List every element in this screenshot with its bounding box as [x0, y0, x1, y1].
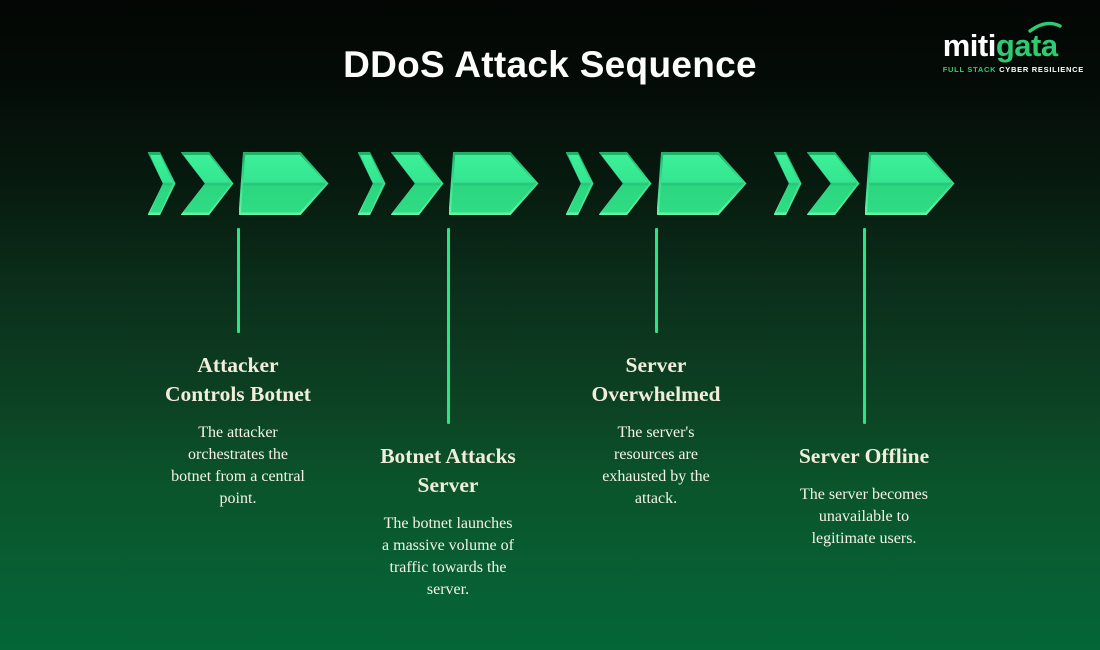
- arrow-face: [241, 154, 326, 213]
- step-heading: Attacker Controls Botnet: [165, 353, 311, 407]
- arrow-large-icon: [238, 152, 329, 215]
- logo-text-green: gata: [996, 21, 1062, 63]
- chevron-arrow-group: [773, 152, 955, 215]
- logo-text-white: miti: [942, 28, 997, 63]
- step-description: The server becomes unavailable to legiti…: [800, 486, 928, 548]
- step-text-block: Server Offline The server becomes unavai…: [799, 442, 929, 550]
- chevron-arrow-group: [565, 152, 747, 215]
- chevron-face: [776, 154, 799, 213]
- logo-tagline: FULL STACK CYBER RESILIENCE: [943, 65, 1084, 74]
- chevron-face: [568, 154, 591, 213]
- chevron-medium-icon: [180, 152, 234, 215]
- step-text-block: Attacker Controls Botnet The attacker or…: [165, 351, 311, 510]
- step-heading: Server Offline: [798, 444, 930, 468]
- tagline-rest: CYBER RESILIENCE: [999, 65, 1084, 74]
- chevron-medium-icon: [598, 152, 652, 215]
- connector-line: [862, 228, 866, 424]
- step-description: The server's resources are exhausted by …: [602, 424, 710, 508]
- connector-line: [446, 228, 450, 424]
- page-title: DDoS Attack Sequence: [343, 44, 757, 85]
- chevron-face: [393, 154, 441, 213]
- arrow-large-icon: [864, 152, 955, 215]
- chevron-face: [601, 154, 649, 213]
- arrow-large-icon: [448, 152, 539, 215]
- step-botnet-attacks-server: Botnet Attacks Server The botnet launche…: [338, 152, 558, 601]
- step-text-block: Botnet Attacks Server The botnet launche…: [380, 442, 516, 601]
- chevron-small-icon: [147, 152, 176, 215]
- arrow-face: [659, 154, 744, 213]
- chevron-face: [809, 154, 857, 213]
- chevron-medium-icon: [806, 152, 860, 215]
- chevron-arrow-group: [357, 152, 539, 215]
- chevron-face: [150, 154, 173, 213]
- step-server-overwhelmed: Server Overwhelmed The server's resource…: [546, 152, 766, 510]
- tagline-accent: FULL STACK: [942, 65, 997, 74]
- step-description: The botnet launches a massive volume of …: [382, 515, 514, 599]
- chevron-small-icon: [773, 152, 802, 215]
- step-text-block: Server Overwhelmed The server's resource…: [592, 351, 721, 510]
- mitigata-logo: mitigata FULL STACK CYBER RESILIENCE: [942, 21, 1084, 74]
- arrow-large-icon: [656, 152, 747, 215]
- chevron-face: [183, 154, 231, 213]
- step-heading: Server Overwhelmed: [591, 353, 721, 407]
- logo-wordmark: mitigata: [942, 21, 1062, 63]
- step-description: The attacker orchestrates the botnet fro…: [171, 424, 305, 508]
- step-heading: Botnet Attacks Server: [380, 444, 516, 498]
- step-server-offline: Server Offline The server becomes unavai…: [754, 152, 974, 550]
- step-attacker-controls-botnet: Attacker Controls Botnet The attacker or…: [128, 152, 348, 510]
- connector-line: [654, 228, 658, 333]
- chevron-face: [360, 154, 383, 213]
- chevron-medium-icon: [390, 152, 444, 215]
- arrow-face: [451, 154, 536, 213]
- logo-arc-icon: [1027, 21, 1062, 33]
- chevron-arrow-group: [147, 152, 329, 215]
- arrow-face: [867, 154, 952, 213]
- chevron-small-icon: [565, 152, 594, 215]
- connector-line: [236, 228, 240, 333]
- chevron-small-icon: [357, 152, 386, 215]
